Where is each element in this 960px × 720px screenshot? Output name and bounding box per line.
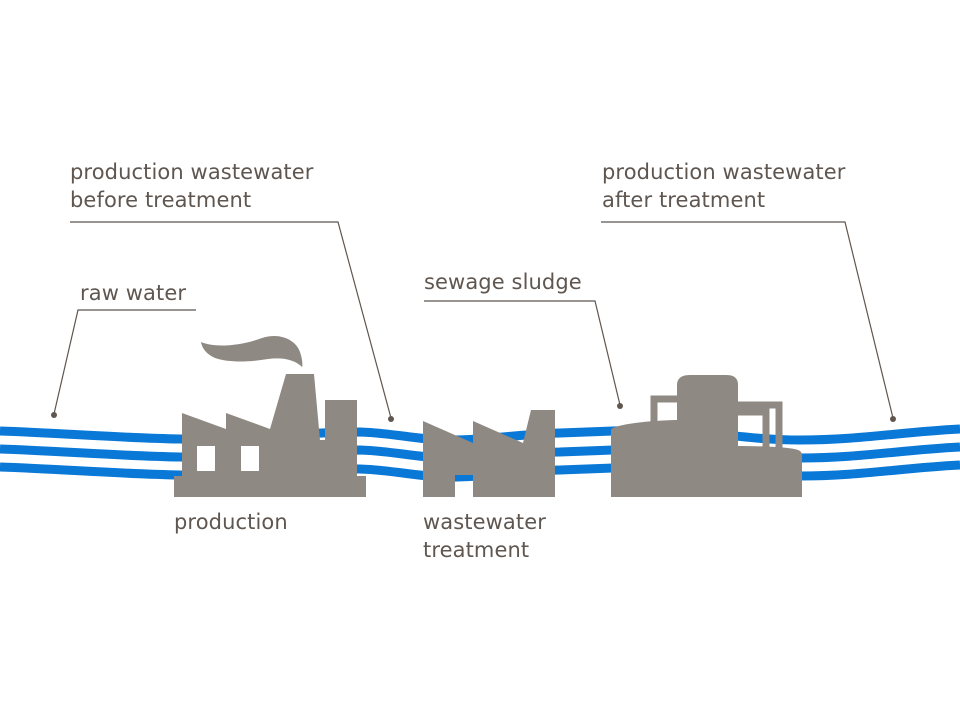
stage-label-treatment-line-2: treatment	[423, 538, 530, 562]
leader-after-treatment	[601, 221, 894, 419]
factory-smoke	[201, 335, 303, 367]
digester-right-tank	[736, 446, 802, 497]
dot-before-treatment	[388, 416, 394, 422]
digester-left-tank	[611, 420, 680, 497]
factory-window-1	[197, 446, 215, 471]
callout-sewage-sludge: sewage sludge	[424, 268, 582, 296]
leader-raw-water	[53, 309, 196, 415]
callout-raw-water: raw water	[80, 279, 186, 307]
sludge-digester-icon	[611, 375, 802, 497]
digester-right-pipe-inner	[736, 408, 770, 448]
factory-body	[174, 374, 366, 497]
stage-label-treatment-line-1: wastewater	[423, 510, 546, 534]
stage-label-wastewater-treatment: wastewater treatment	[423, 508, 546, 564]
leader-dots	[51, 403, 896, 422]
factory-icon	[174, 335, 366, 497]
factory-window-2	[241, 446, 259, 471]
leader-before-treatment	[70, 221, 392, 419]
callout-sewage-sludge-line-1: sewage sludge	[424, 270, 582, 294]
dot-sewage-sludge	[617, 403, 623, 409]
treatment-building	[423, 410, 555, 497]
callout-before-treatment-line-2: before treatment	[70, 188, 252, 212]
stage-label-production: production	[174, 508, 288, 536]
callout-after-treatment: production wastewater after treatment	[602, 158, 846, 214]
digester-dome	[677, 375, 738, 497]
digester-left-pipe	[650, 395, 680, 432]
dot-raw-water	[51, 412, 57, 418]
dot-after-treatment	[890, 416, 896, 422]
treatment-plant-icon	[423, 410, 555, 497]
leader-lines	[53, 221, 894, 419]
digester-right-pipe-outer	[736, 401, 783, 448]
callout-after-treatment-line-1: production wastewater	[602, 160, 846, 184]
callout-raw-water-line-1: raw water	[80, 281, 187, 305]
callout-before-treatment-line-1: production wastewater	[70, 160, 314, 184]
leader-sewage-sludge	[424, 300, 621, 406]
stage-label-production-line-1: production	[174, 510, 288, 534]
callout-before-treatment: production wastewater before treatment	[70, 158, 314, 214]
callout-after-treatment-line-2: after treatment	[602, 188, 766, 212]
